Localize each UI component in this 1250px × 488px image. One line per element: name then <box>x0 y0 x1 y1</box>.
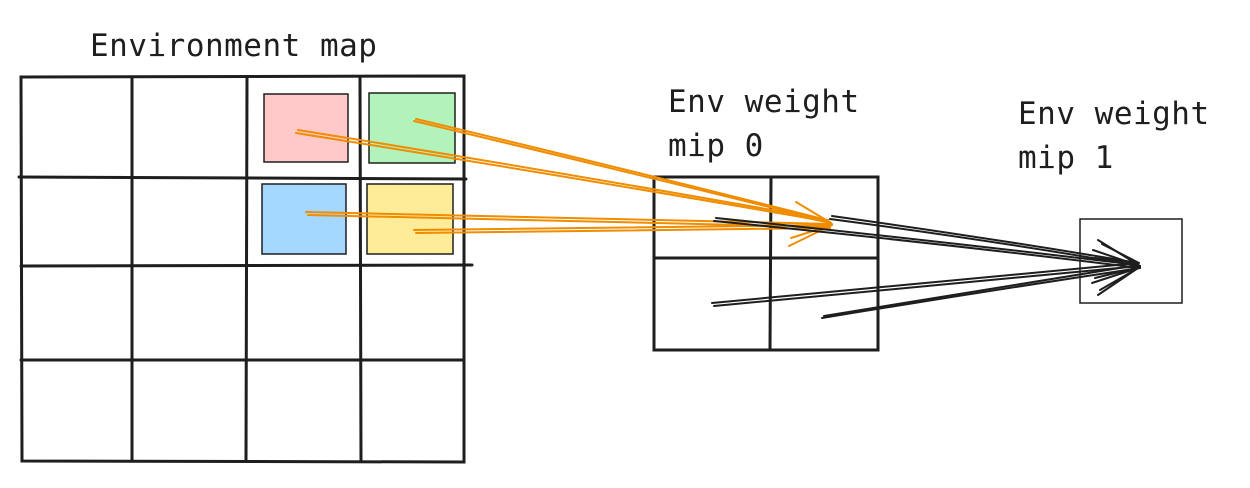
mip0-label-line1: Env weight <box>668 84 860 120</box>
env-weight-mip1-label: Env weight mip 1 <box>1018 92 1210 180</box>
mip0-label-line2: mip 0 <box>668 128 764 164</box>
red-cell <box>263 93 349 163</box>
green-to-mip0-arrow <box>413 120 831 223</box>
environment-map-label: Environment map <box>90 28 378 64</box>
mip0-bottom-left-to-mip1-arrow <box>713 265 1141 307</box>
yellow-to-mip0-arrow <box>413 224 833 231</box>
mip1-label-line1: Env weight <box>1018 96 1210 132</box>
env-weight-mip0-label: Env weight mip 0 <box>668 80 860 168</box>
mip0-bottom-right-to-mip1-arrow <box>821 267 1141 319</box>
mip1-label-line2: mip 1 <box>1018 140 1114 176</box>
mip0-top-left-to-mip1-arrow <box>713 220 1141 269</box>
highlighted-cells <box>261 92 456 255</box>
blue-cell <box>261 183 347 255</box>
black-arrows <box>711 215 1141 319</box>
environment-map-grid <box>17 74 474 464</box>
mip0-grid <box>652 175 880 352</box>
red-to-mip0-arrow <box>295 132 831 223</box>
